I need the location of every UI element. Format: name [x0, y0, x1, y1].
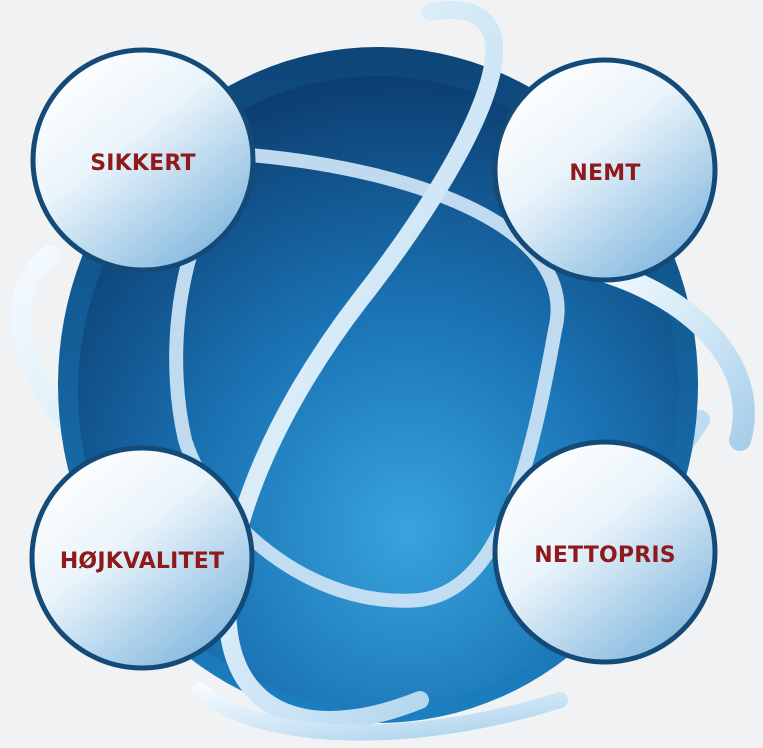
globe-inner-band: [169, 147, 565, 608]
node-hojkvalitet: HØJKVALITET: [29, 445, 255, 671]
node-sikkert-bubble: [30, 47, 256, 273]
node-nettopris-bubble: [492, 439, 718, 665]
node-nemt-label: NEMT: [569, 161, 640, 186]
node-hojkvalitet-bubble: [29, 445, 255, 671]
orbit-ring-right: [589, 259, 755, 451]
orbit-ring-diagonal: [218, 1, 504, 729]
orbit-ring-bottom: [192, 682, 568, 741]
node-sikkert-label: SIKKERT: [90, 151, 196, 176]
node-nemt-bubble: [492, 57, 718, 283]
node-nettopris: NETTOPRIS: [492, 439, 718, 665]
node-sikkert: SIKKERT: [30, 47, 256, 273]
node-nemt: NEMT: [492, 57, 718, 283]
node-hojkvalitet-label: HØJKVALITET: [60, 549, 224, 574]
node-nettopris-label: NETTOPRIS: [534, 543, 676, 568]
